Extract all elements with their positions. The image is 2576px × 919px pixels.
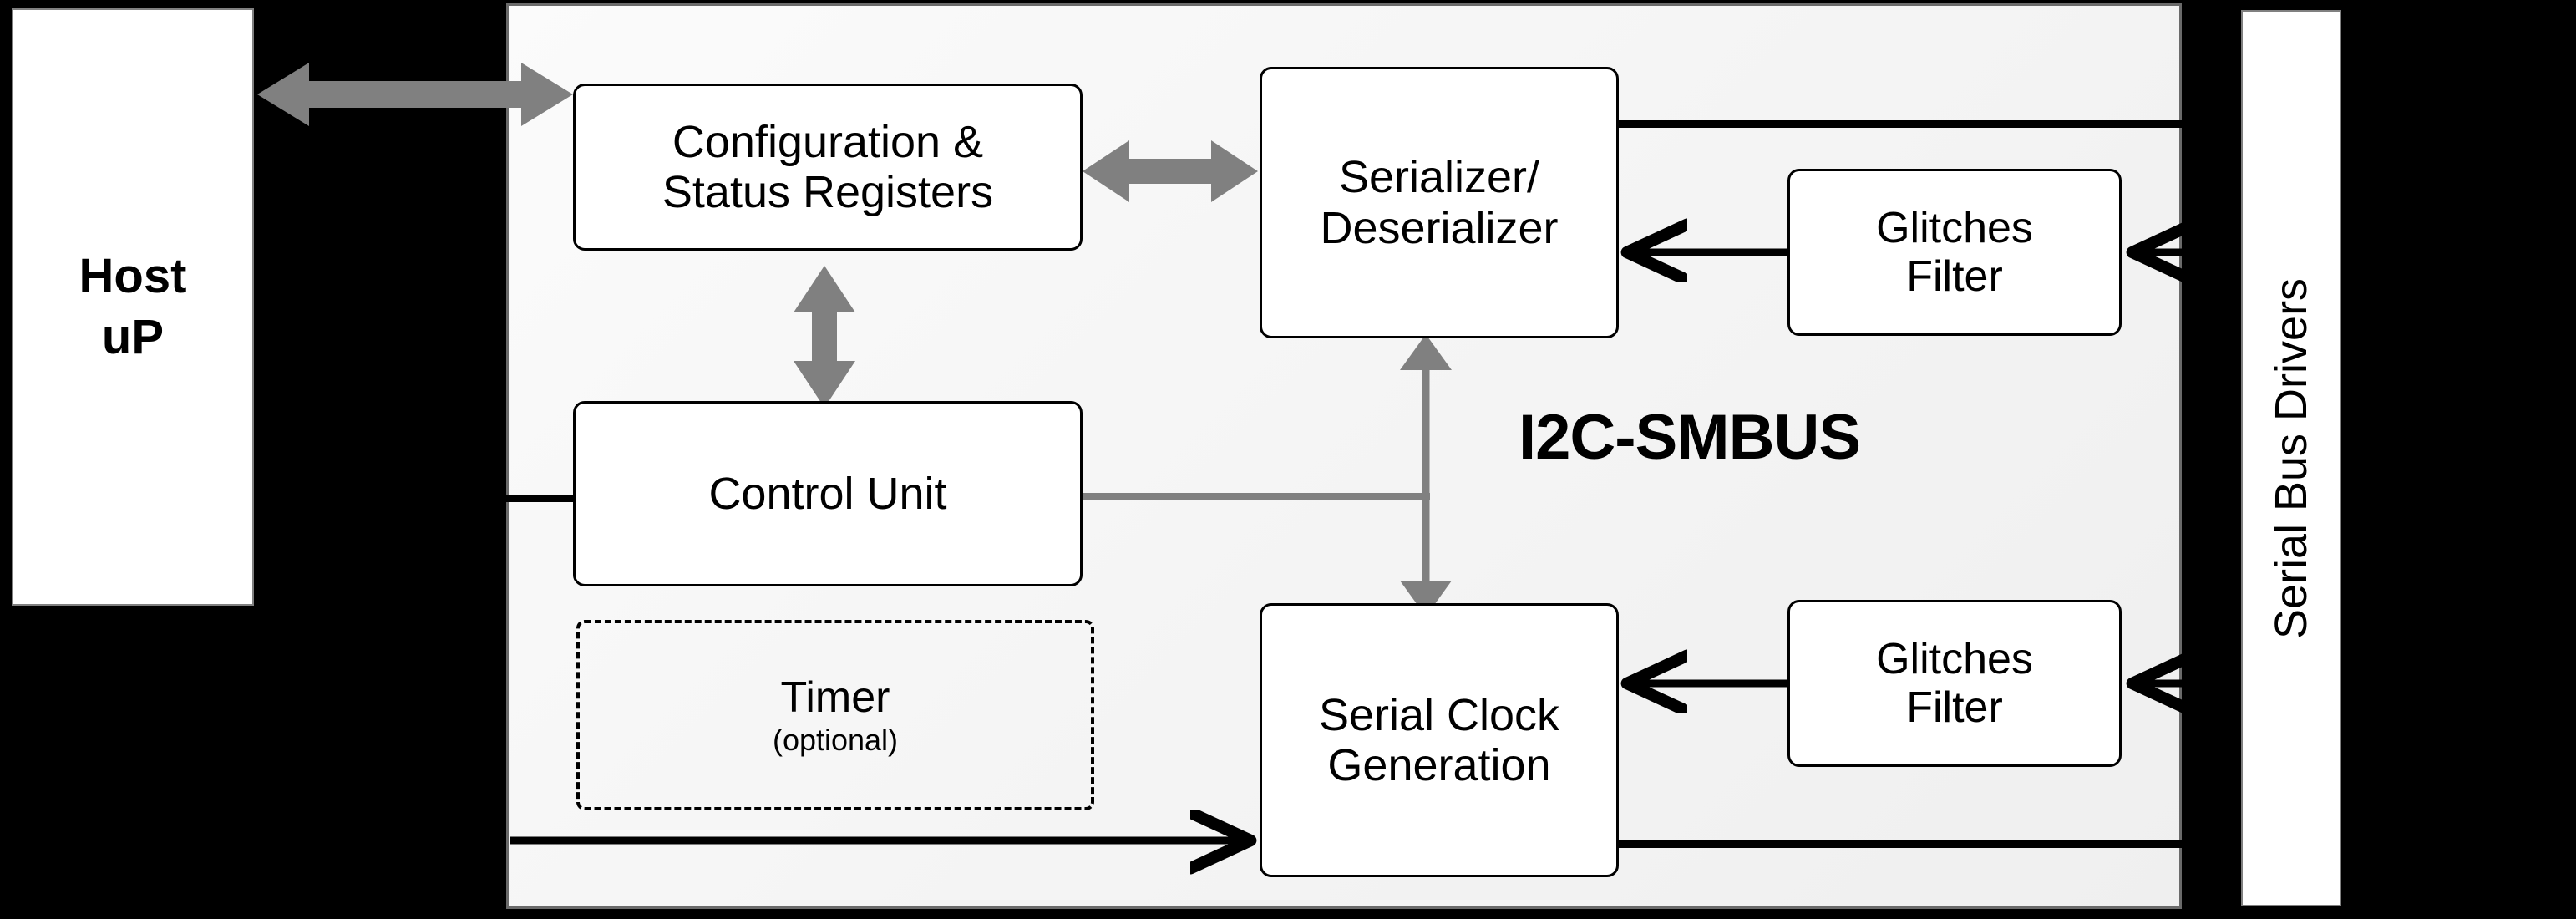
module-configuration-status-registers-line1: Configuration & — [672, 116, 984, 167]
module-configuration-status-registers-line2: Status Registers — [662, 167, 994, 217]
host-block-label-line2: uP — [101, 309, 165, 364]
serial-bus-drivers-block: Serial Bus Drivers — [2241, 10, 2341, 906]
module-serializer-deserializer[interactable]: Serializer/ Deserializer — [1260, 67, 1619, 338]
module-serial-clock-generation-line2: Generation — [1327, 740, 1551, 790]
module-glitches-filter-top-line1: Glitches — [1876, 203, 2033, 252]
module-serializer-deserializer-label: Serializer/ Deserializer — [1320, 152, 1558, 253]
module-control-unit[interactable]: Control Unit — [573, 401, 1083, 586]
module-timer[interactable]: Timer (optional) — [576, 620, 1094, 810]
module-timer-label: Timer — [780, 673, 890, 722]
host-block-label-line1: Host — [79, 249, 187, 303]
module-glitches-filter-bottom[interactable]: Glitches Filter — [1787, 600, 2122, 767]
module-serializer-deserializer-line1: Serializer/ — [1338, 152, 1540, 203]
module-configuration-status-registers[interactable]: Configuration & Status Registers — [573, 84, 1083, 251]
module-glitches-filter-top-line2: Filter — [1906, 252, 2003, 301]
module-glitches-filter-top[interactable]: Glitches Filter — [1787, 169, 2122, 336]
i2c-smbus-title: I2C-SMBUS — [1519, 402, 1861, 473]
module-serial-clock-generation[interactable]: Serial Clock Generation — [1260, 603, 1619, 877]
module-serializer-deserializer-line2: Deserializer — [1320, 202, 1559, 253]
module-serial-clock-generation-label: Serial Clock Generation — [1319, 690, 1559, 791]
connector-control-unit-to-vertical-bus — [1081, 493, 1430, 500]
module-glitches-filter-bottom-line1: Glitches — [1876, 634, 2033, 683]
module-serial-clock-generation-line1: Serial Clock — [1318, 689, 1560, 740]
module-timer-sublabel: (optional) — [772, 722, 899, 757]
connector-clockgen-to-bus-bottom — [1619, 840, 2182, 848]
serial-bus-drivers-label: Serial Bus Drivers — [2266, 277, 2317, 639]
host-microprocessor-block: Host uP — [12, 8, 254, 606]
host-block-label: Host uP — [79, 246, 187, 368]
module-control-unit-label: Control Unit — [708, 468, 947, 519]
module-glitches-filter-bottom-label: Glitches Filter — [1876, 635, 2033, 732]
connector-serializer-to-bus-top — [1619, 120, 2182, 128]
connector-left-edge-to-control-unit — [506, 495, 581, 502]
module-glitches-filter-bottom-line2: Filter — [1906, 683, 2003, 732]
module-configuration-status-registers-label: Configuration & Status Registers — [662, 117, 993, 218]
module-glitches-filter-top-label: Glitches Filter — [1876, 204, 2033, 301]
